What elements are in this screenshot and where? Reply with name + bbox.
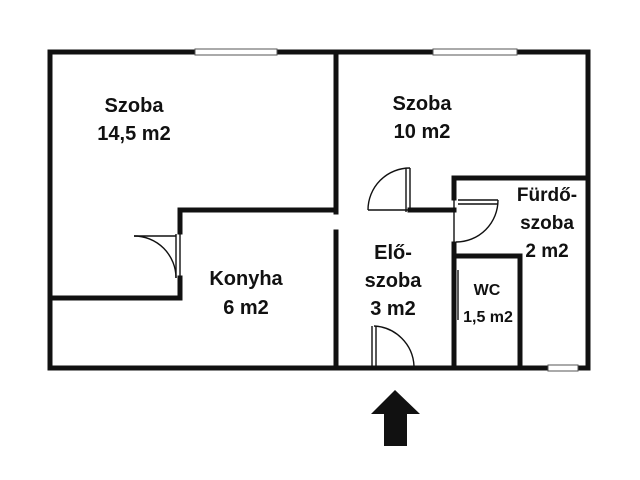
windows: [194, 48, 579, 372]
room-area: 3 m2: [370, 298, 416, 320]
room-area: 10 m2: [394, 121, 451, 143]
door-szoba-right: [367, 167, 411, 212]
window-bottom-right: [547, 364, 579, 372]
interior-walls: [47, 49, 591, 371]
window-top-left: [194, 48, 278, 56]
room-name: Szoba: [105, 95, 165, 117]
room-name: Szoba: [393, 93, 453, 115]
room-name-cont: szoba: [520, 213, 574, 234]
room-area: 1,5 m2: [463, 309, 513, 326]
outer-walls: [47, 49, 591, 371]
room-konyha: Konyha 6 m2: [209, 268, 283, 319]
room-name: WC: [474, 282, 501, 299]
room-name: Konyha: [209, 268, 283, 290]
room-furdoszoba: Fürdő- szoba 2 m2: [517, 185, 577, 262]
doors: [133, 167, 499, 369]
room-name-cont: szoba: [365, 270, 423, 292]
room-area: 14,5 m2: [97, 123, 170, 145]
room-wc: WC 1,5 m2: [463, 282, 513, 326]
room-szoba-1: Szoba 14,5 m2: [97, 95, 170, 145]
room-area: 6 m2: [223, 297, 269, 319]
room-name: Fürdő-: [517, 185, 577, 206]
door-szoba-left: [133, 234, 181, 279]
room-name: Elő-: [374, 242, 412, 264]
room-eloszoba: Elő- szoba 3 m2: [365, 242, 423, 320]
arrow-up-icon: [371, 390, 420, 446]
room-area: 2 m2: [525, 241, 568, 262]
door-furdoszoba: [453, 198, 499, 244]
window-top-right: [432, 48, 518, 56]
room-szoba-2: Szoba 10 m2: [393, 93, 453, 143]
door-entrance: [371, 325, 415, 369]
